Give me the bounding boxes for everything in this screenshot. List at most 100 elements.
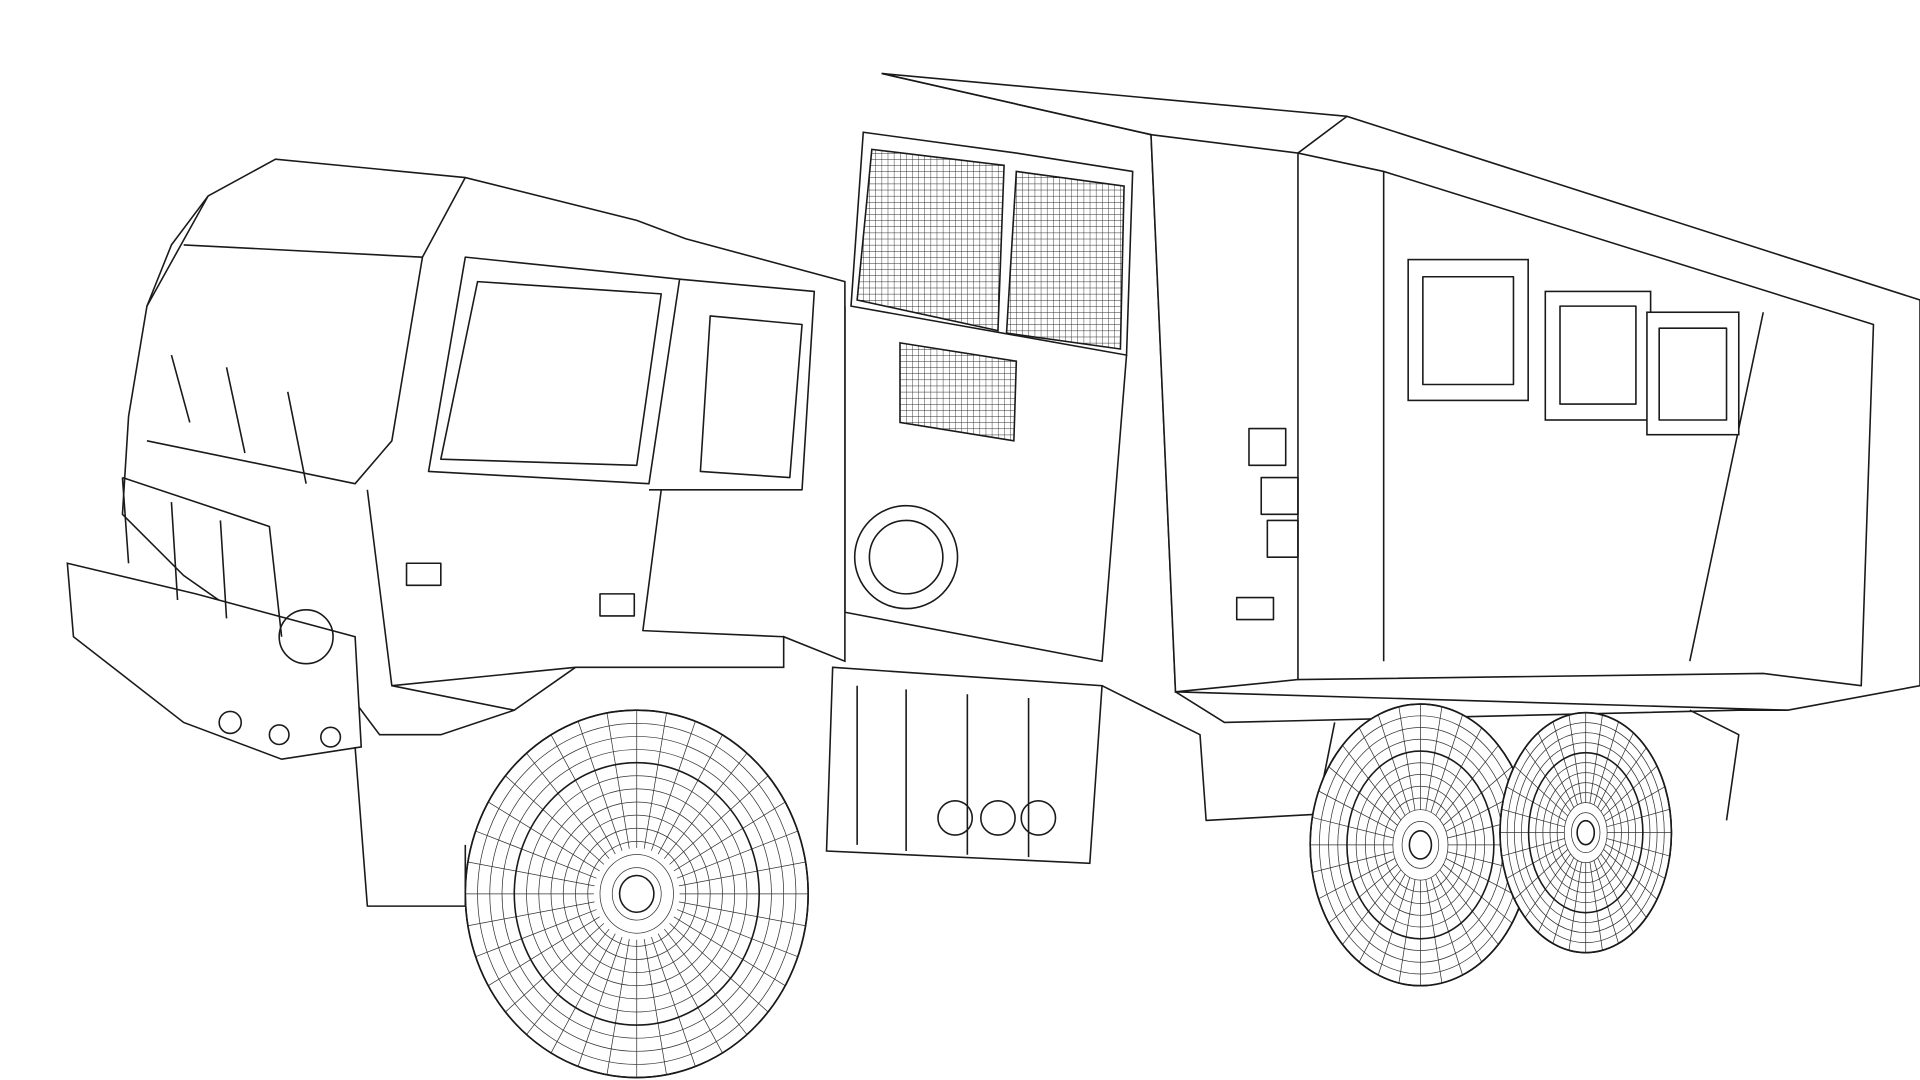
tread-line <box>1312 851 1394 873</box>
tread-line <box>1514 849 1569 900</box>
wheel-ring <box>538 788 736 1000</box>
wheel-ring <box>1542 772 1629 894</box>
front-bumper <box>66 476 467 907</box>
tread-line <box>1501 838 1565 857</box>
tread-line <box>1435 727 1482 816</box>
tread-line <box>505 923 605 1013</box>
tread-line <box>577 936 623 1067</box>
tread-line <box>550 933 616 1054</box>
tread-line <box>1430 714 1463 813</box>
tread-line <box>1605 786 1666 822</box>
tread-line <box>657 734 723 855</box>
tread-line <box>1597 857 1634 933</box>
wheel-ring <box>1364 774 1476 916</box>
wheel-ring <box>1527 751 1644 914</box>
wheel-ring <box>550 801 723 987</box>
tread-line <box>1593 721 1619 806</box>
rear-wheel-1 <box>1309 703 1532 987</box>
wheel-hub <box>1408 830 1433 860</box>
cab <box>121 158 846 736</box>
tread-line <box>1552 721 1578 806</box>
tread-line <box>488 801 600 872</box>
tread-line <box>1589 862 1603 951</box>
tread-line <box>1568 862 1582 951</box>
wheel-hub <box>1576 819 1596 846</box>
tread-line <box>676 830 798 879</box>
wheel-ring <box>1346 750 1495 940</box>
tread-line <box>1430 877 1463 976</box>
tread-line <box>1537 732 1575 808</box>
tread-line <box>606 939 630 1075</box>
wheel-ring <box>513 761 760 1026</box>
tread-line <box>475 830 597 879</box>
tread-line <box>673 916 786 987</box>
tread-line <box>1342 745 1402 821</box>
wheel-ring <box>562 814 711 973</box>
wheel-ring <box>501 749 772 1039</box>
tread-line <box>488 916 600 987</box>
wheel-ring <box>1556 792 1615 874</box>
tread-line <box>1439 869 1499 945</box>
tread-line <box>1524 747 1571 812</box>
wheel-ring <box>1521 742 1651 924</box>
tread-line <box>1398 706 1416 811</box>
tread-line <box>467 901 595 927</box>
tread-line <box>1606 808 1670 828</box>
wheel-ring <box>1401 821 1440 869</box>
tread-line <box>1342 869 1402 945</box>
wheel-ring <box>587 841 687 947</box>
tread-line <box>550 734 616 855</box>
tread-line <box>1439 745 1499 821</box>
tread-line <box>1568 714 1582 804</box>
wheel-ring <box>526 775 748 1013</box>
tread-line <box>1514 765 1569 817</box>
engine-radiator <box>825 131 1134 865</box>
tread-line <box>1506 786 1567 822</box>
tread-line <box>1398 879 1416 984</box>
tread-line <box>663 928 748 1035</box>
wheel-ring <box>611 867 662 921</box>
tread-line <box>651 936 696 1067</box>
tread-line <box>643 939 667 1075</box>
tread-line <box>1443 864 1513 924</box>
wheel-ring <box>1535 762 1637 904</box>
tread-line <box>475 909 597 958</box>
tread-line <box>1552 860 1578 944</box>
box-windows <box>1407 258 1740 436</box>
wheel-ring <box>1392 809 1449 881</box>
tread-line <box>1358 727 1406 816</box>
tread-line <box>526 752 610 859</box>
wheel-ring <box>1549 782 1622 884</box>
wheel-ring <box>1355 762 1486 928</box>
tread-line <box>1537 857 1575 933</box>
wheel-ring <box>599 854 674 934</box>
tread-line <box>1589 714 1603 804</box>
wheel-ring <box>1513 732 1658 934</box>
tread-line <box>1377 714 1411 813</box>
wheels <box>464 703 1673 1079</box>
tread-line <box>669 923 769 1013</box>
tread-line <box>1603 849 1658 900</box>
tread-line <box>673 801 786 872</box>
tread-line <box>1506 843 1567 879</box>
tread-line <box>577 721 623 851</box>
wheel-ring <box>489 736 785 1052</box>
wheel-ring <box>575 827 699 960</box>
tread-line <box>1600 853 1647 918</box>
tread-line <box>1328 864 1398 924</box>
tread-line <box>676 909 798 958</box>
tread-line <box>1318 858 1396 900</box>
tread-line <box>1312 817 1394 839</box>
tread-line <box>1501 808 1565 828</box>
wheel-ring <box>464 709 809 1079</box>
tread-line <box>1524 853 1571 918</box>
tread-line <box>651 721 696 851</box>
wheel-ring <box>1571 812 1601 854</box>
cargo-box <box>881 72 1920 724</box>
tread-line <box>1593 860 1619 944</box>
tread-line <box>1597 732 1634 808</box>
front-wheel <box>464 709 809 1079</box>
tread-line <box>1606 838 1670 857</box>
tread-line <box>1600 747 1647 812</box>
